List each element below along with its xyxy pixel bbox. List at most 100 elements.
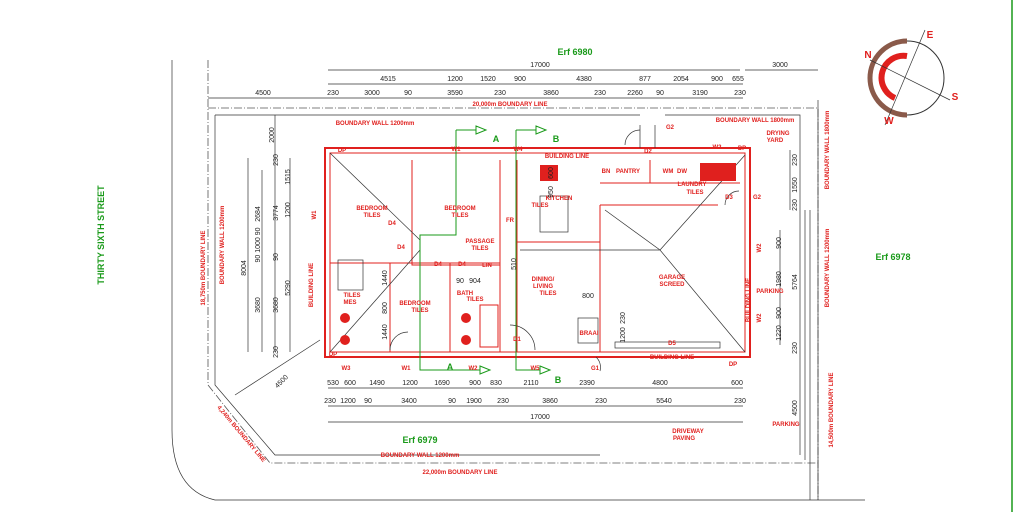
dims_left-1-label: 8004 [241,260,248,276]
rooms-bin-label: BN [602,169,611,175]
dims_top-r3-3-label: 90 [404,90,412,97]
dims_bottom-r2-5-label: 1900 [466,398,482,405]
rooms-bed1-1-label: TILES [363,213,380,219]
dimension-lines [208,69,818,460]
openings-W2-label: W2 [469,366,479,372]
openings-W1-label: W1 [312,210,318,220]
dims_right-11-label: 230 [620,312,627,324]
openings-D4-label: D4 [434,262,442,268]
rooms-bath-1-label: TILES [466,297,483,303]
openings-D5-label: D5 [668,341,676,347]
dims_bottom-r1-1-label: 600 [344,380,356,387]
rooms-driveway-1-label: PAVING [673,436,695,442]
rooms-braai-label: BRAAI [580,331,599,337]
dims_right-14-label: 600 [548,167,555,179]
dims_bottom-r1-8-label: 2390 [579,380,595,387]
openings-D3-label: D3 [725,195,733,201]
openings-D4-label: D4 [388,221,396,227]
openings-W1-label: W1 [402,366,412,372]
openings-DP-label: DP [738,146,746,152]
dims_bottom-r2-6-label: 230 [497,398,509,405]
dims_bottom-r1-10-label: 600 [731,380,743,387]
dimensions-right: 230 1550 230 900 1980 900 1220 5764 230 … [456,154,799,416]
dims_left-3-label: 90 1000 90 [255,227,262,262]
dims_bottom-r2-9-label: 5540 [656,398,672,405]
dims_top-r2-5-label: 877 [639,76,651,83]
openings-W1-label: W1 [452,147,462,153]
rooms-bed3-1-label: TILES [411,308,428,314]
boundary-top: 20,000m BOUNDARY LINE [472,102,547,108]
rooms-laundry-1-label: TILES [686,190,703,196]
openings-D4-label: D4 [397,245,405,251]
dims_right-15-label: 510 [511,258,518,270]
rooms-wm-label: WM [663,169,674,175]
rooms-mes-1-label: MES [343,300,356,306]
dims_top-right-label: 3000 [772,62,788,69]
dims_bottom-r2-1-label: 1200 [340,398,356,405]
dims_bottom-overall-label: 17000 [530,414,550,421]
openings-DP-label: DP [338,148,346,154]
dims_bottom-r2-2-label: 90 [364,398,372,405]
compass-w: W [884,116,894,127]
dims_bottom-r2-3-label: 3400 [401,398,417,405]
rooms-bed1-0-label: BEDROOM [356,206,387,212]
street-edge [171,60,865,501]
openings-A-label: A [493,134,500,144]
compass-e: E [927,30,934,41]
openings-DP-label: DP [729,362,737,368]
boundary-line [207,60,819,500]
dims_right-17-label: 904 [469,278,481,285]
dims_top-r3-4-label: 3590 [447,90,463,97]
dims_top-r2-6-label: 2054 [673,76,689,83]
dims_top-r3-2-label: 3000 [364,90,380,97]
rooms-building_line-label: BUILDING LINE [309,263,315,307]
dims_left-4-label: 3680 [255,297,262,313]
dims_left-13-label: 4500 [274,374,290,390]
dims_bottom-r1-5-label: 900 [469,380,481,387]
erf-right: Erf 6978 [875,252,910,262]
rooms-kitchen-1-label: TILES [531,203,548,209]
dims_right-7-label: 5764 [792,274,799,290]
dims_bottom-r1-2-label: 1490 [369,380,385,387]
openings-W5-label: W5 [531,366,541,372]
dims_top-r3-11-label: 230 [734,90,746,97]
dims_right-0-label: 230 [792,154,799,166]
openings-G1-label: G1 [591,366,600,372]
rooms-dining-1-label: LIVING [533,284,553,290]
rooms-kitchen-0-label: KITCHEN [546,196,573,202]
dims_left-15-label: 800 [382,302,389,314]
dims_top-r3-1-label: 230 [327,90,339,97]
dims_top-r3-9-label: 90 [656,90,664,97]
dims_top-r2-3-label: 900 [514,76,526,83]
dims_bottom-r2-4-label: 90 [448,398,456,405]
dims_top-r3-8-label: 2260 [627,90,643,97]
dims_left-5-label: 230 [273,154,280,166]
dims_left-0-label: 2000 [269,127,276,143]
dims_bottom-r1-4-label: 1690 [434,380,450,387]
openings-B-label: B [553,134,560,144]
dims_bottom-r2-0-label: 230 [324,398,336,405]
rooms-lin-label: LIN [482,263,492,269]
rooms-drying-0-label: DRYING [766,131,789,137]
rooms-pantry-label: PANTRY [616,169,640,175]
dims_top-r2-4-label: 4380 [576,76,592,83]
dims_top-r2-0-label: 4515 [380,76,396,83]
dims_bottom-r1-7-label: 2110 [523,380,538,387]
rooms-dining-2-label: TILES [539,291,556,297]
dims_right-1-label: 1550 [792,177,799,193]
rooms-parking1-label: PARKING [756,289,784,295]
boundary-wall-bottom: BOUNDARY WALL 1200mm [381,453,460,459]
openings-D1-label: D1 [513,337,521,343]
dims_bottom-r1-9-label: 4800 [652,380,668,387]
openings-W3-label: W3 [342,366,352,372]
dims_top-r2-8-label: 655 [732,76,744,83]
rooms-dining-0-label: DINING/ [532,277,555,283]
rooms-garage-1-label: SCREED [659,282,685,288]
boundary-wall-left: BOUNDARY WALL 1200mm [220,206,226,285]
dims_bottom-r2-10-label: 230 [734,398,746,405]
rooms-building_line-label: BUILDING LINE [746,278,752,322]
rooms-bed3-0-label: BEDROOM [399,301,430,307]
